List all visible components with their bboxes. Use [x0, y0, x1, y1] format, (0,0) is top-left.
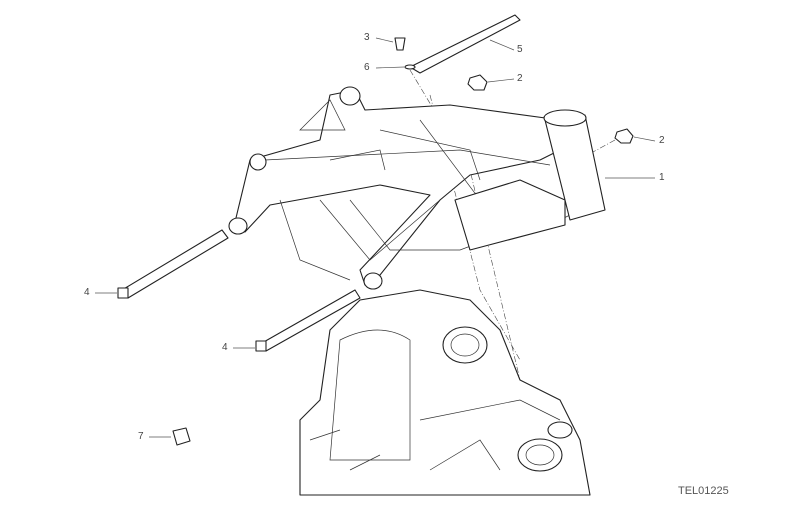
plate-part-5	[409, 14, 521, 74]
screw-part-3	[394, 37, 406, 51]
bolt-part-4b	[255, 289, 361, 352]
callout-1: 1	[659, 172, 665, 183]
drawing-code: TEL01225	[678, 485, 729, 497]
engine-outline	[299, 289, 591, 496]
callout-2-upper: 2	[517, 73, 523, 84]
callout-7: 7	[138, 431, 144, 442]
bolt-part-4a	[117, 229, 229, 299]
frame-part-1	[228, 86, 606, 290]
callout-5: 5	[517, 44, 523, 55]
callout-6: 6	[364, 62, 370, 73]
callout-3: 3	[364, 32, 370, 43]
callout-4-lower: 4	[222, 342, 228, 353]
part-7	[172, 427, 191, 446]
callout-4-left: 4	[84, 287, 90, 298]
nut-part-2b	[614, 128, 634, 144]
washer-part-6	[404, 64, 416, 70]
nut-part-2a	[467, 74, 488, 91]
callout-2-right: 2	[659, 135, 665, 146]
